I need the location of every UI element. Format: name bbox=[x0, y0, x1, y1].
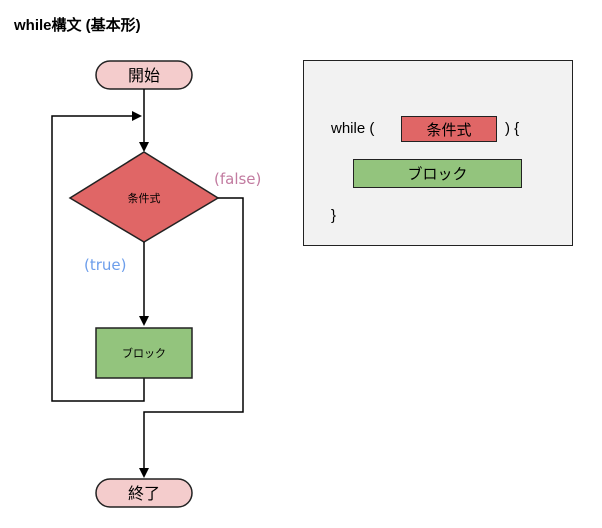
block-process bbox=[95, 327, 193, 379]
code-condition-box: 条件式 bbox=[401, 116, 497, 142]
end-terminal bbox=[95, 478, 193, 508]
end-label: 終了 bbox=[128, 484, 160, 503]
condition-label: 条件式 bbox=[128, 191, 161, 205]
code-closing-brace: } bbox=[331, 207, 337, 224]
true-label: (true) bbox=[84, 256, 127, 274]
block-label: ブロック bbox=[122, 346, 166, 360]
page-title: while構文 (基本形) bbox=[14, 17, 141, 34]
loop-back-connector bbox=[51, 111, 145, 402]
start-label: 開始 bbox=[128, 66, 160, 85]
code-paren-brace: ) { bbox=[505, 120, 520, 137]
while-keyword: while ( bbox=[331, 120, 375, 137]
code-block-box: ブロック bbox=[353, 159, 522, 188]
false-label: (false) bbox=[214, 170, 261, 188]
code-panel bbox=[303, 60, 573, 246]
false-branch-connector bbox=[139, 197, 244, 478]
